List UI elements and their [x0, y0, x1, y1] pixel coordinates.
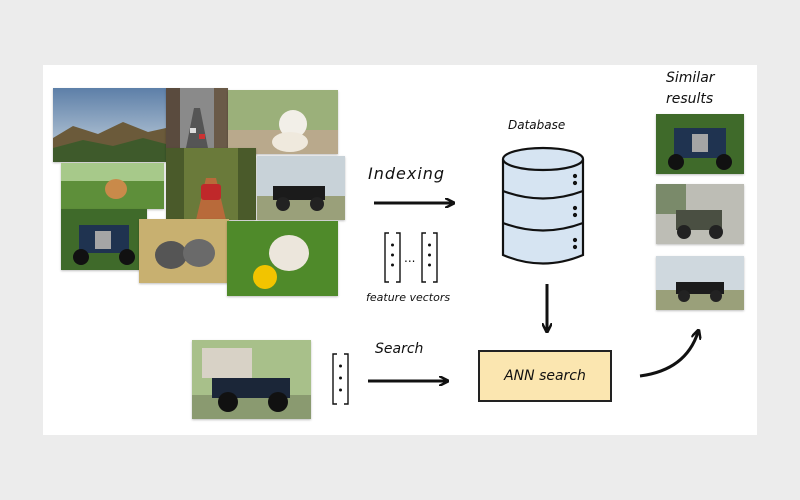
- similar-results-line2: results: [666, 91, 714, 107]
- query-image-vintage-car: [192, 340, 311, 419]
- ann-search-label: ANN search: [504, 368, 586, 384]
- photo-mountain-landscape: [53, 88, 166, 162]
- photo-bulldog-ball: [227, 221, 338, 296]
- indexing-label: Indexing: [368, 164, 446, 183]
- result-image-3: [656, 256, 744, 310]
- result-image-1: [656, 114, 744, 174]
- photo-city-street: [166, 88, 228, 148]
- similar-results-label: Similar results: [666, 68, 715, 110]
- result-image-2: [656, 184, 744, 244]
- photo-blue-vintage-car: [61, 209, 147, 270]
- photo-white-puppy: [228, 90, 338, 154]
- feature-vectors-label: feature vectors: [366, 291, 451, 304]
- photo-red-car-forest: [166, 148, 256, 220]
- ann-search-box: ANN search: [478, 350, 612, 402]
- search-label: Search: [375, 341, 424, 357]
- similar-results-line1: Similar: [666, 70, 715, 86]
- photo-vintage-car-sunset: [257, 156, 345, 220]
- photo-kittens: [139, 219, 229, 283]
- photo-dog-in-field: [61, 163, 164, 209]
- database-label: Database: [508, 118, 566, 132]
